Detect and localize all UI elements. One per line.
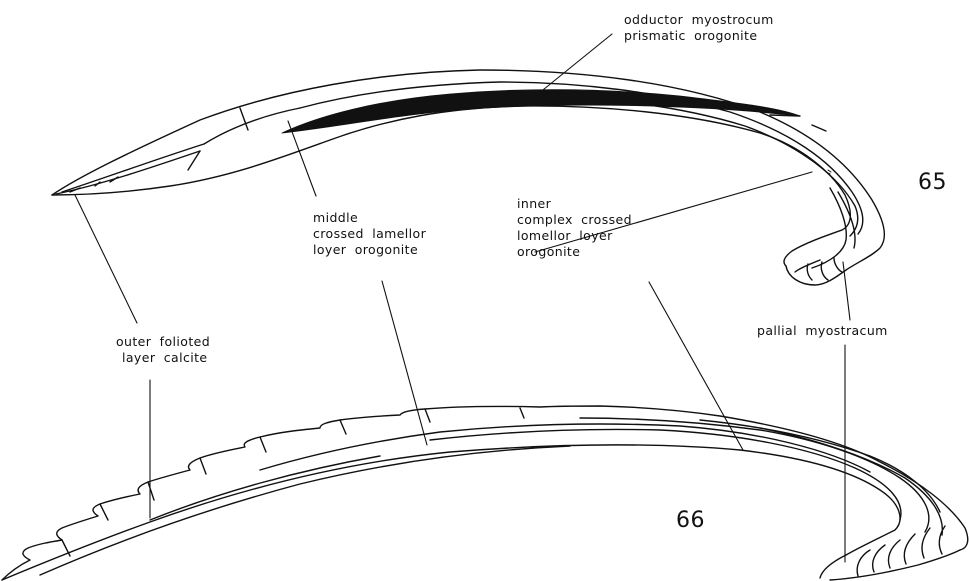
label-adductor-line2: prismatic orogonite	[624, 28, 774, 44]
label-middle-layer: middle crossed lamellor loyer orogonite	[313, 210, 426, 258]
label-outer-line2: layer calcite	[116, 350, 210, 366]
label-outer-line1: outer folioted	[116, 334, 210, 350]
label-adductor-myostracum: odductor myostrocum prismatic orogonite	[624, 12, 774, 44]
figure-number-66: 66	[676, 508, 705, 533]
label-inner-line2: complex crossed	[517, 212, 632, 228]
figure-number-65: 65	[918, 170, 947, 195]
label-inner-line4: orogonite	[517, 244, 632, 260]
label-adductor-line1: odductor myostrocum	[624, 12, 774, 28]
label-pallial-myostracum: pallial myostracum	[757, 323, 888, 339]
label-inner-line3: lomellor loyer	[517, 228, 632, 244]
fig66-outer-surface	[2, 406, 968, 580]
label-middle-line3: loyer orogonite	[313, 242, 426, 258]
label-middle-line1: middle	[313, 210, 426, 226]
fig66-inner-surface	[2, 445, 900, 580]
fig65-inner-surface	[52, 106, 850, 266]
shell-section-fig66	[2, 406, 968, 580]
label-outer-layer: outer folioted layer calcite	[116, 334, 210, 366]
adductor-myostracum	[282, 90, 800, 133]
label-middle-line2: crossed lamellor	[313, 226, 426, 242]
label-inner-layer: inner complex crossed lomellor loyer oro…	[517, 196, 632, 260]
label-inner-line1: inner	[517, 196, 632, 212]
shell-section-fig65	[52, 70, 884, 285]
